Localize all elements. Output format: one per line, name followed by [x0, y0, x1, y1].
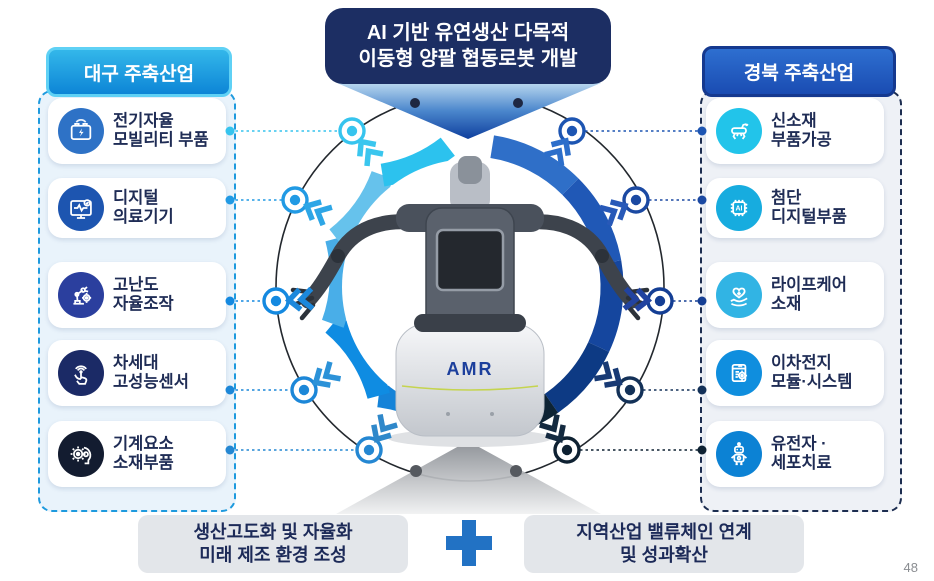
robot-arm-icon: [58, 272, 104, 318]
daegu-panel-title: 대구 주축산업: [46, 47, 232, 97]
card-daegu-sensor: 차세대 고성능센서: [48, 340, 226, 406]
bottom-funnel-triangle: [336, 441, 601, 514]
card-label: 차세대 고성능센서: [113, 353, 189, 391]
card-label: 전기자율 모빌리티 부품: [113, 111, 209, 149]
segmented-ring: [321, 135, 624, 440]
battery-module-icon: [716, 350, 762, 396]
card-daegu-ev-mobility: 전기자율 모빌리티 부품: [48, 98, 226, 164]
heart-hand-icon: [716, 272, 762, 318]
amr-base-label: AMR: [447, 359, 494, 379]
ring-inner-disc: [342, 159, 598, 415]
robot-illustration: AMR: [290, 156, 650, 447]
card-gb-gene-cell: 유전자 · 세포치료: [706, 421, 884, 487]
battery-icon: [58, 108, 104, 154]
plus-icon: [446, 520, 492, 566]
card-label: 유전자 · 세포치료: [771, 434, 832, 472]
title-banner: AI 기반 유연생산 다목적 이동형 양팔 협동로봇 개발: [325, 8, 611, 84]
medical-monitor-icon: [58, 185, 104, 231]
card-daegu-machine-parts: 기계요소 소재부품: [48, 421, 226, 487]
card-label: 기계요소 소재부품: [113, 434, 174, 472]
cell-robot-icon: [716, 431, 762, 477]
card-gb-lifecare: 라이프케어 소재: [706, 262, 884, 328]
card-edge-dots: [225, 126, 707, 455]
card-daegu-digital-medical: 디지털 의료기기: [48, 178, 226, 238]
gyeongbuk-panel-title: 경북 주축산업: [702, 46, 896, 97]
chevron-arrows: [288, 135, 648, 444]
bottom-box-valuechain: 지역산업 밸류체인 연계 및 성과확산: [524, 515, 804, 573]
machine-parts-icon: [58, 431, 104, 477]
card-daegu-autonomous-manipulation: 고난도 자율조작: [48, 262, 226, 328]
card-label: 디지털 의료기기: [113, 188, 174, 226]
circle-nodes: [262, 117, 674, 464]
page-number: 48: [903, 560, 918, 575]
robot-dog-icon: [716, 108, 762, 154]
outer-connector-circle: [275, 92, 665, 482]
bottom-box-production: 생산고도화 및 자율화 미래 제조 환경 조성: [138, 515, 408, 573]
top-funnel-triangle: [337, 83, 601, 139]
card-label: 첨단 디지털부품: [771, 188, 847, 226]
card-gb-digital-parts: AI 첨단 디지털부품: [706, 178, 884, 238]
card-label: 이차전지 모듈·시스템: [771, 353, 853, 391]
ai-chip-icon: AI: [716, 185, 762, 231]
sensor-touch-icon: [58, 350, 104, 396]
card-label: 라이프케어 소재: [771, 275, 847, 313]
chip-ai-label: AI: [736, 206, 743, 213]
connector-lines: [230, 130, 702, 451]
funnel-dots: [410, 98, 523, 477]
card-gb-new-materials: 신소재 부품가공: [706, 98, 884, 164]
card-label: 고난도 자율조작: [113, 275, 174, 313]
card-label: 신소재 부품가공: [771, 111, 832, 149]
card-gb-secondary-battery: 이차전지 모듈·시스템: [706, 340, 884, 406]
